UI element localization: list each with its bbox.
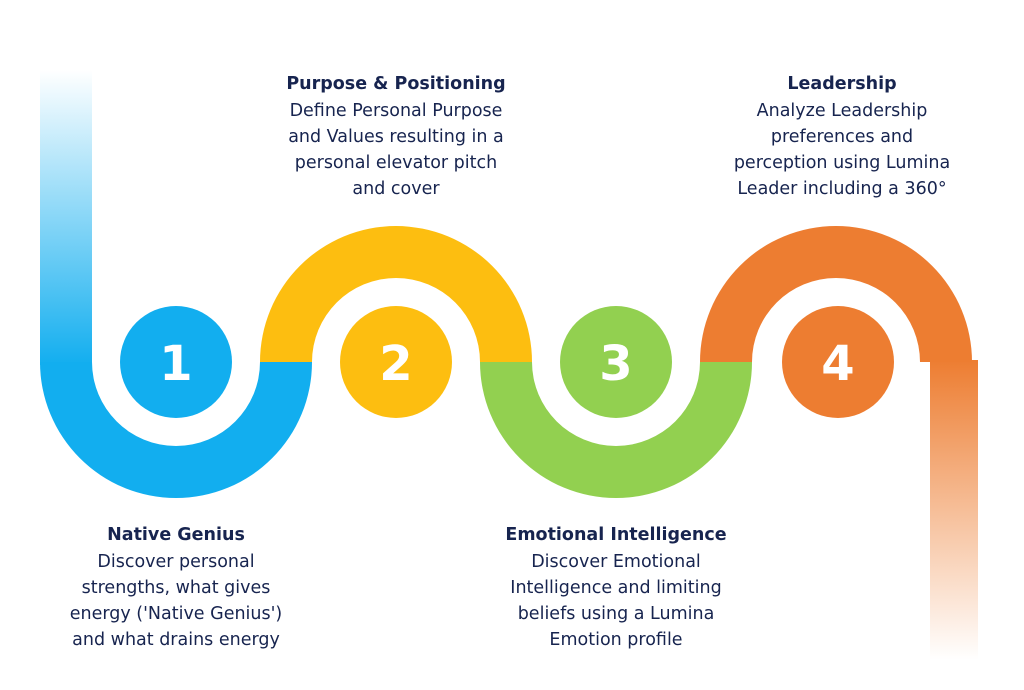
step-4-number: 4: [821, 336, 854, 392]
step-1-description: Discover personal strengths, what gives …: [69, 552, 283, 650]
step-2-title: Purpose & Positioning: [286, 74, 506, 94]
blue-fade-band: [40, 70, 92, 365]
step-2-number: 2: [379, 336, 412, 392]
orange-arc-band: [700, 226, 972, 362]
step-2-circle: 2: [340, 306, 452, 418]
step-4-text: Leadership Analyze Leadership preference…: [724, 71, 960, 202]
step-1-title: Native Genius: [107, 525, 245, 545]
step-4-title: Leadership: [787, 74, 897, 94]
yellow-arc-band: [260, 226, 532, 362]
step-3-circle: 3: [560, 306, 672, 418]
step-1-number: 1: [159, 336, 192, 392]
step-1-circle: 1: [120, 306, 232, 418]
green-arc-band: [480, 362, 752, 498]
step-4-description: Analyze Leadership preferences and perce…: [733, 101, 951, 199]
step-3-text: Emotional Intelligence Discover Emotiona…: [498, 522, 734, 653]
step-2-description: Define Personal Purpose and Values resul…: [288, 101, 504, 199]
step-3-title: Emotional Intelligence: [505, 525, 727, 545]
step-3-description: Discover Emotional Intelligence and limi…: [510, 552, 722, 650]
step-3-number: 3: [599, 336, 632, 392]
step-2-text: Purpose & Positioning Define Personal Pu…: [276, 71, 516, 202]
blue-arc-band: [40, 362, 312, 498]
orange-fade-band: [930, 360, 978, 660]
step-4-circle: 4: [782, 306, 894, 418]
step-1-text: Native Genius Discover personal strength…: [64, 522, 288, 653]
